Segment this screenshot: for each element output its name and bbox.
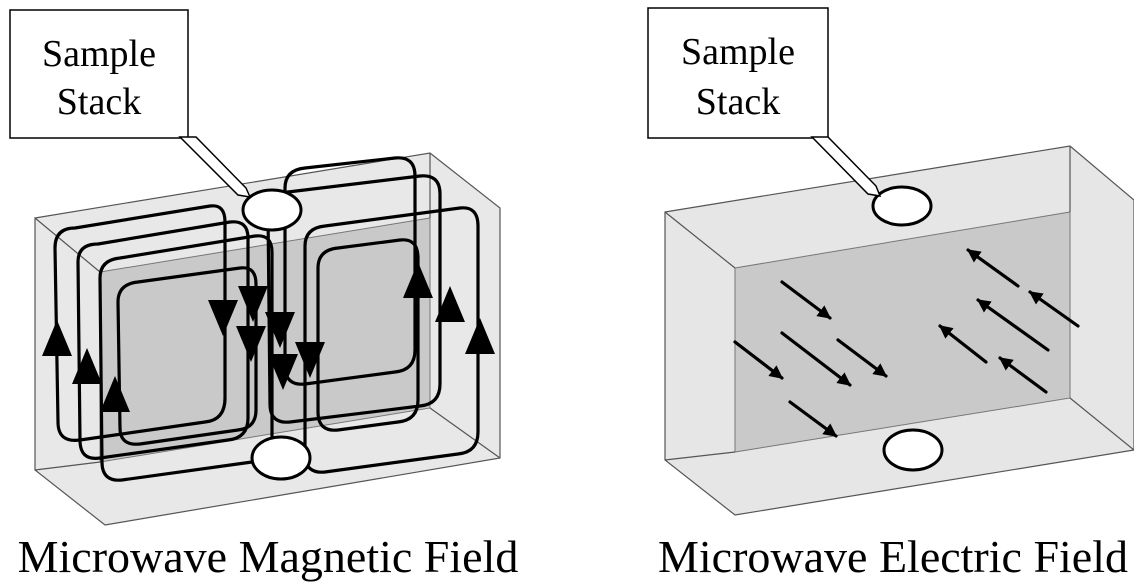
sample-stack-bottom bbox=[882, 428, 944, 472]
callout-pointer bbox=[810, 136, 882, 197]
callout-box bbox=[9, 9, 189, 139]
arrowhead-down bbox=[208, 300, 238, 336]
callout-box bbox=[647, 7, 829, 139]
callout-line-1: Sample bbox=[42, 33, 156, 75]
electric-field-caption: Microwave Electric Field bbox=[658, 531, 1128, 582]
arrowhead-down bbox=[265, 312, 295, 348]
cavity-box bbox=[34, 152, 501, 526]
arrowhead-up bbox=[435, 286, 465, 322]
magnetic-field-caption: Microwave Magnetic Field bbox=[18, 531, 519, 582]
sample-stack-callout: Sample Stack bbox=[9, 9, 252, 198]
callout-line-2: Stack bbox=[696, 81, 780, 123]
arrowhead-up bbox=[100, 376, 130, 412]
magnetic-field-panel: Sample Stack Microwave Magnetic Field bbox=[9, 9, 519, 582]
arrowhead-down bbox=[236, 326, 266, 362]
magnetic-field-lines bbox=[53, 156, 480, 482]
callout-pointer bbox=[178, 136, 252, 198]
electric-field-panel: Sample Stack Microwave Electric Field bbox=[647, 7, 1134, 582]
electric-field-vectors bbox=[733, 248, 1080, 438]
sample-stack-callout: Sample Stack bbox=[647, 7, 882, 197]
arrowhead-up bbox=[42, 320, 72, 356]
magnetic-field-arrowheads bbox=[42, 262, 495, 412]
sample-stack-top bbox=[871, 185, 933, 227]
arrowhead-up bbox=[403, 262, 433, 298]
cavity-box bbox=[664, 145, 1134, 516]
arrowhead-down bbox=[238, 286, 268, 322]
arrowhead-up bbox=[465, 318, 495, 354]
sample-stack-top bbox=[241, 188, 303, 232]
arrowhead-up bbox=[72, 348, 102, 384]
callout-line-1: Sample bbox=[681, 31, 795, 73]
callout-line-2: Stack bbox=[57, 81, 141, 123]
arrowhead-down bbox=[268, 354, 298, 390]
arrowhead-down bbox=[295, 342, 325, 378]
sample-stack-bottom bbox=[250, 435, 312, 481]
